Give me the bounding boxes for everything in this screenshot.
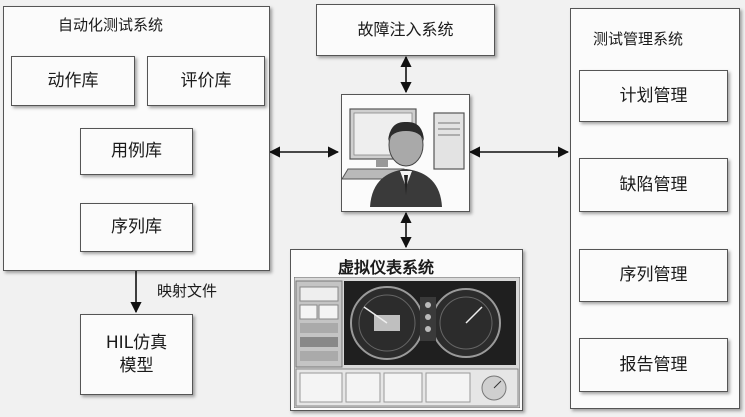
action-library-box [11,56,135,106]
instrument-panel-screenshot [294,277,520,408]
operator-at-computer-icon [342,108,465,207]
defect-management-label: 缺陷管理 [619,174,688,195]
test-management-title: 测试管理系统 [593,30,684,48]
defect-management-box [579,158,728,212]
virtual-instrument-title: 虚拟仪表系统 [338,258,435,277]
sequence-library-box [80,203,193,252]
fault-injection-box [316,4,495,56]
report-management-label: 报告管理 [619,354,688,375]
plan-management-label: 计划管理 [619,85,688,106]
usecase-library-label: 用例库 [111,141,162,162]
auto-test-title: 自动化测试系统 [58,16,164,34]
hil-model-box [80,314,193,395]
plan-management-box [579,70,728,122]
action-library-label: 动作库 [47,70,99,91]
fault-injection-label: 故障注入系统 [357,19,454,39]
sequence-management-label: 序列管理 [619,265,688,286]
sequence-library-label: 序列库 [111,217,162,238]
evaluation-library-box [147,56,265,106]
mapping-file-label: 映射文件 [157,282,218,300]
usecase-library-box [80,128,193,175]
hil-model-label: HIL仿真 模型 [105,333,168,376]
evaluation-library-label: 评价库 [180,70,232,91]
report-management-box [579,338,728,392]
sequence-management-box [579,249,728,302]
